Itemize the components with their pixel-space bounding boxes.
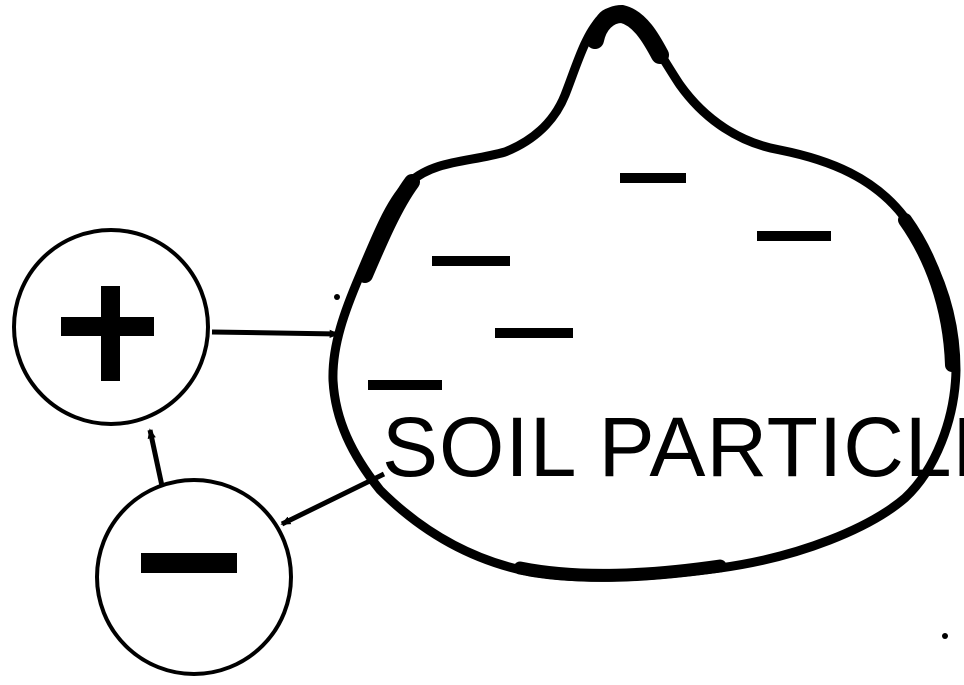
- arrow-anion-to-cation: [147, 428, 165, 487]
- print-specks: [334, 294, 948, 639]
- soil-particle-edge-bottom: [513, 559, 727, 582]
- positive-ion-circle: [12, 228, 210, 426]
- negative-ion: [95, 478, 293, 676]
- negative-charge: [368, 380, 442, 390]
- negative-ion-circle: [95, 478, 293, 676]
- minus-icon: [141, 553, 237, 573]
- attraction-arrows: [147, 329, 386, 527]
- soil-particle: SOIL PARTICLE: [328, 4, 964, 582]
- negative-charge: [432, 256, 510, 266]
- soil-particle-edge-tip: [586, 4, 669, 64]
- negative-charge: [757, 231, 831, 241]
- arrow-particle-to-anion: [280, 471, 386, 527]
- plus-icon: [61, 286, 154, 381]
- soil-particle-edge-left: [357, 174, 420, 283]
- negative-charge: [620, 173, 686, 183]
- soil-particle-edge-right: [898, 213, 959, 372]
- negative-charges: [368, 173, 831, 390]
- particle-label: SOIL PARTICLE: [382, 400, 964, 494]
- arrow-cation-to-particle: [211, 329, 340, 339]
- negative-charge: [495, 328, 573, 338]
- positive-ion: [12, 228, 210, 426]
